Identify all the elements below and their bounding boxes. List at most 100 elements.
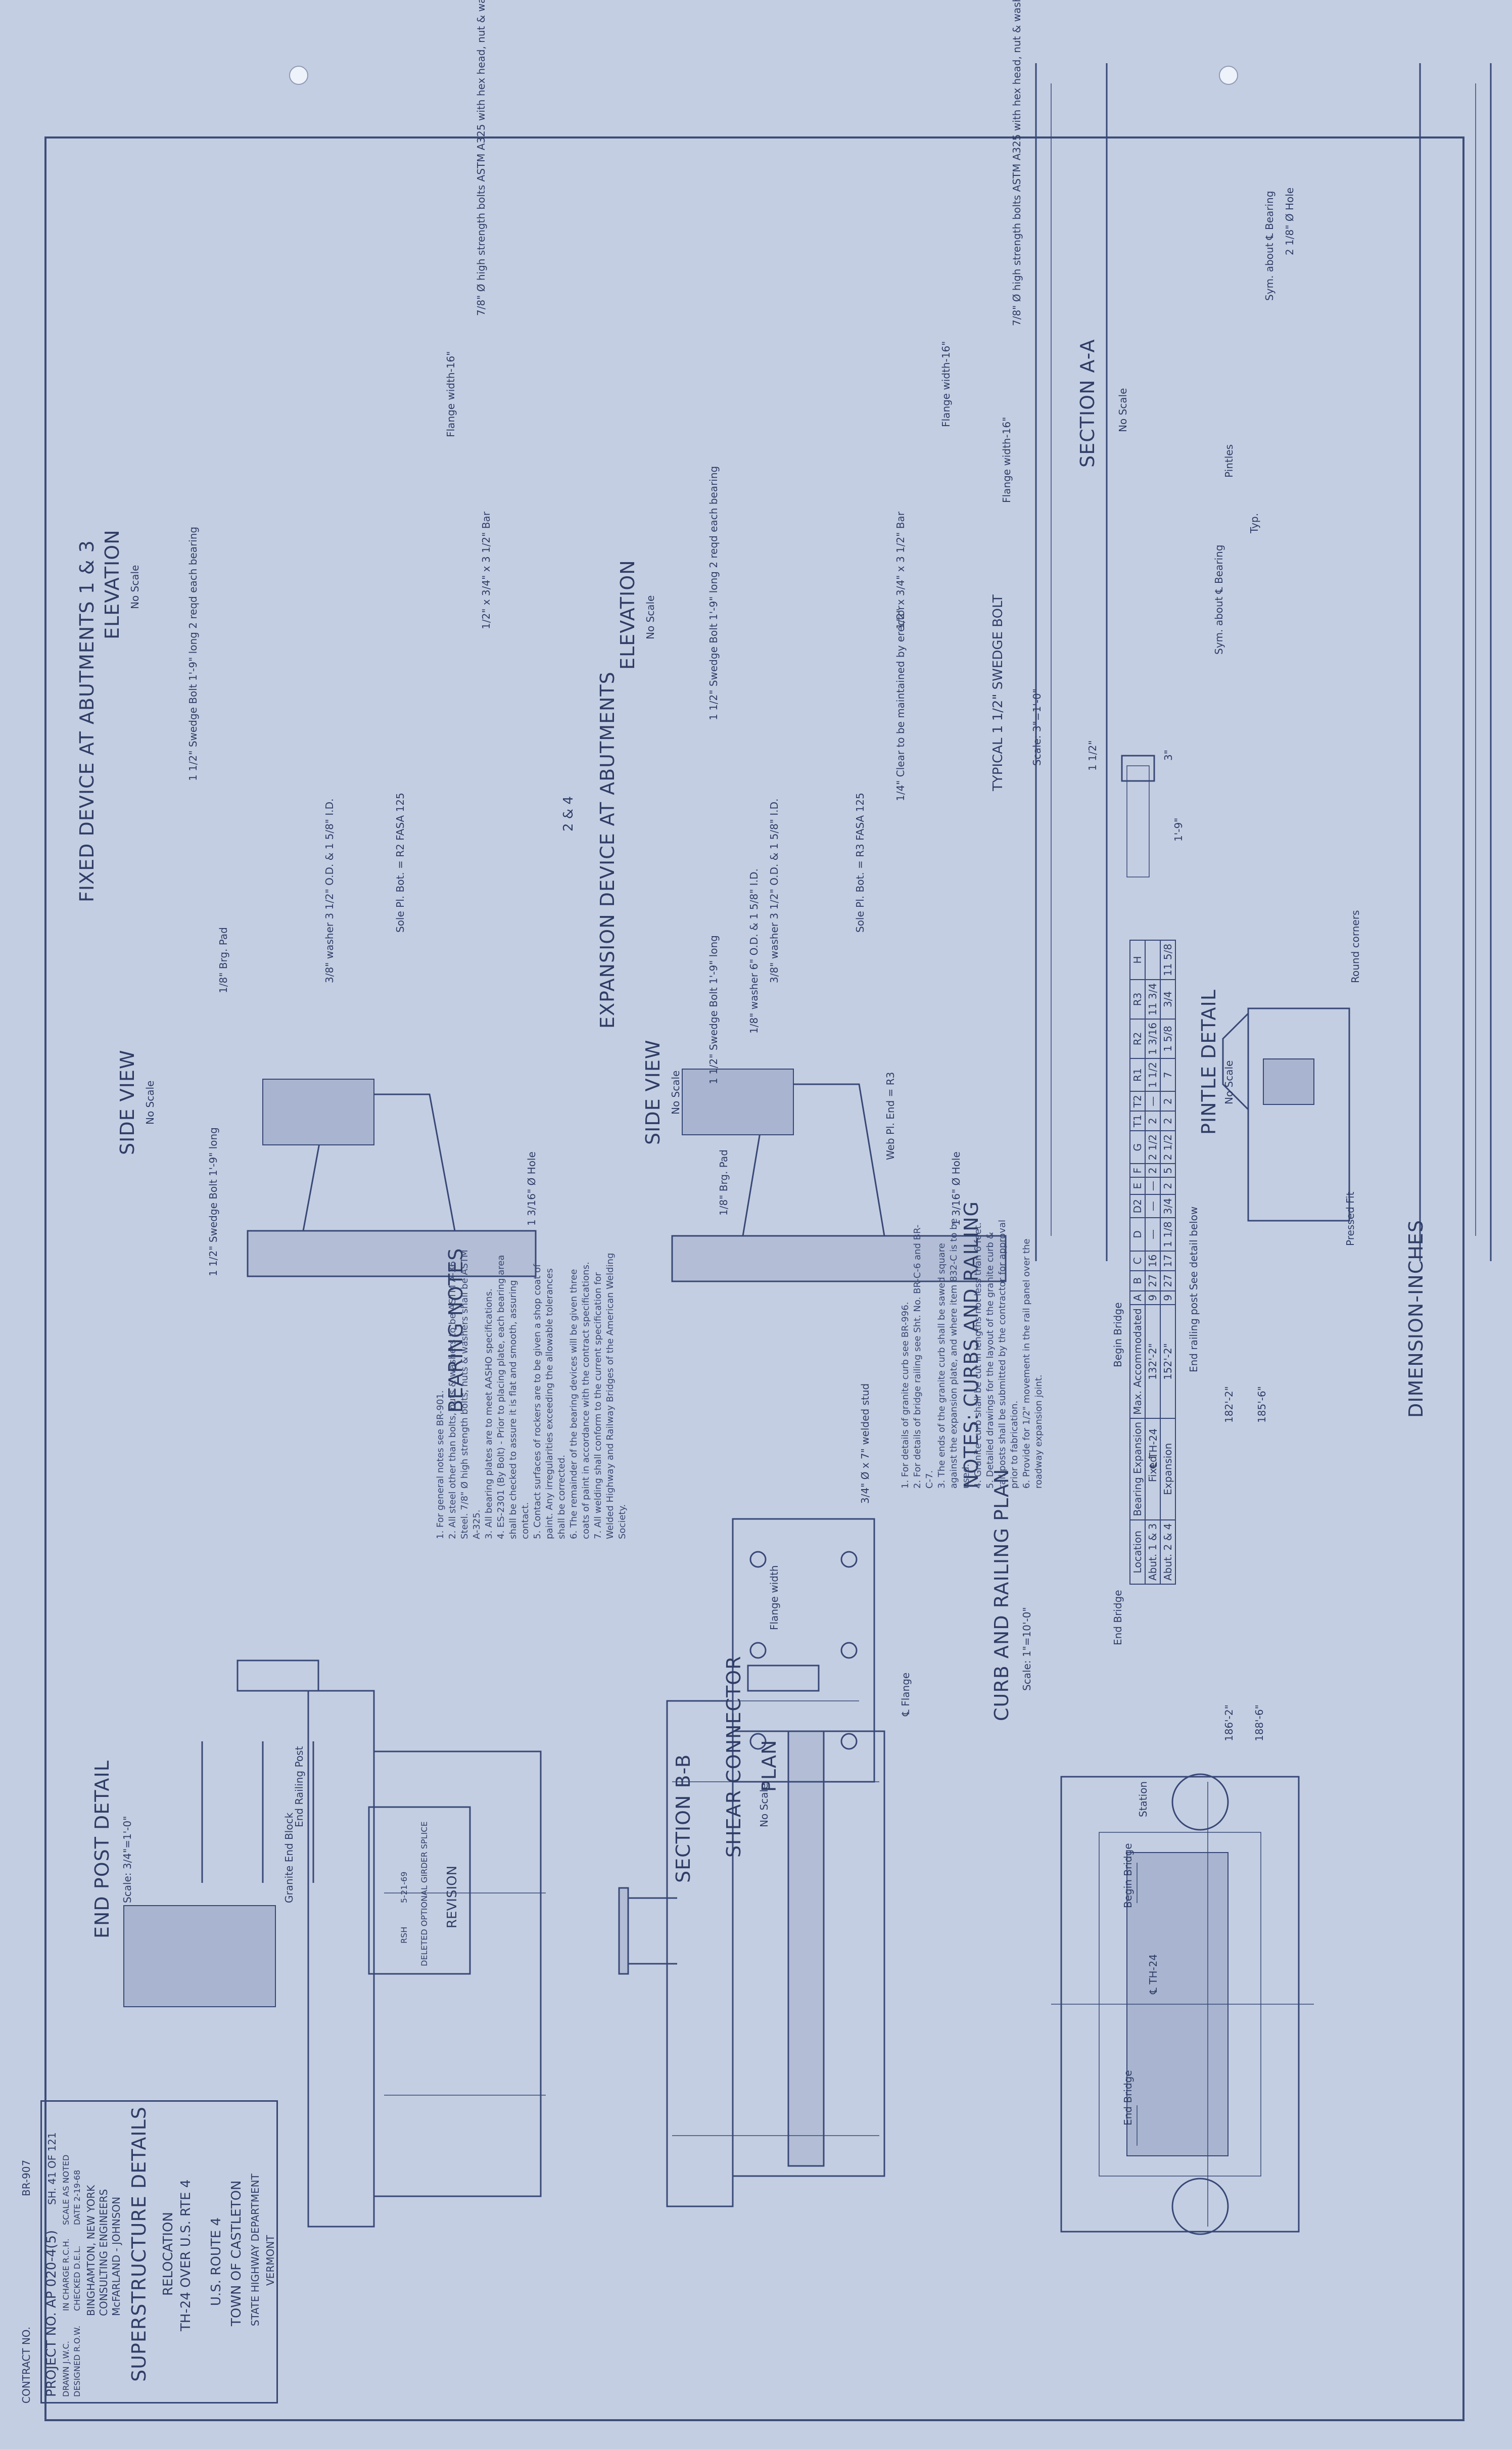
fixed-elev-swedge bbox=[237, 1659, 319, 1692]
table-header: T1 bbox=[1130, 1111, 1145, 1131]
exp-elev-scale: No Scale bbox=[644, 595, 656, 639]
sv-exp-web: Web Pl. End = R3 bbox=[884, 1072, 896, 1160]
bearing-notes-item: 7. All welding shall conform to the curr… bbox=[593, 1253, 628, 1539]
sv-fixed-washer bbox=[262, 1079, 374, 1145]
table-header: A bbox=[1130, 1290, 1145, 1305]
curb-plan-end: End Bridge bbox=[1112, 1590, 1124, 1645]
exp-elev-clear: 1/4" Clear to be maintained by erector bbox=[894, 606, 907, 801]
sv-exp-sole: Sole Pl. Bot. = R3 FASA 125 bbox=[854, 793, 866, 933]
table-header: R3 bbox=[1130, 979, 1145, 1019]
notes-curbs-body: 1. For details of granite curb see BR-99… bbox=[900, 1216, 1045, 1489]
curb-plan-endpost: End railing post See detail below bbox=[1188, 1206, 1200, 1372]
table-cell: 2 bbox=[1160, 1091, 1175, 1112]
revision-box bbox=[368, 1806, 471, 1975]
curb-plan-dim-186: 186'-2" bbox=[1223, 1704, 1235, 1741]
sv-exp-washer1: 3/8" washer 3 1/2" O.D. & 1 5/8" I.D. bbox=[768, 798, 780, 983]
table-header: H bbox=[1130, 940, 1145, 980]
fixed-elev-bar: 1/2" x 3/4" x 3 1/2" Bar bbox=[480, 512, 492, 629]
table-cell: 27 bbox=[1160, 1271, 1175, 1291]
stud bbox=[840, 1551, 858, 1568]
sv-exp-washer2: 1/8" washer 6" O.D. & 1 5/8" I.D. bbox=[748, 868, 760, 1034]
tb-town: TOWN OF CASTLETON bbox=[229, 2180, 244, 2327]
tb-scale: SCALE AS NOTED bbox=[61, 2154, 71, 2225]
tb-engineer-3: BINGHAMTON, NEW YORK bbox=[85, 2185, 97, 2316]
bearing-notes-item: 5. Contact surfaces of rockers are to be… bbox=[532, 1264, 567, 1539]
stud bbox=[749, 1733, 767, 1750]
sv-exp-scale: No Scale bbox=[670, 1070, 682, 1115]
shear-stud-label: 3/4" Ø x 7" welded stud bbox=[859, 1383, 871, 1504]
table-cell: 3/4 bbox=[1160, 1194, 1175, 1218]
notes-curbs-item: 4. Granite curb shall be cut in lengths … bbox=[973, 1222, 983, 1489]
table-cell: — bbox=[1145, 1091, 1160, 1112]
table-cell: 16 bbox=[1145, 1251, 1160, 1271]
pintle-pressed: Pressed Fit bbox=[1344, 1191, 1356, 1246]
section-aa-title: SECTION A-A bbox=[1076, 339, 1099, 468]
shear-plan-title: PLAN bbox=[758, 1739, 780, 1792]
exp-elev-swedge bbox=[747, 1665, 820, 1692]
swedge-bolt-shank bbox=[1126, 765, 1150, 877]
bearing-notes-item: 3. All bearing plates are to meet AASHO … bbox=[484, 1288, 494, 1539]
sv-fixed-title: SIDE VIEW bbox=[116, 1049, 138, 1155]
section-aa-hole-label: 2 1/8" Ø Hole bbox=[1284, 187, 1296, 255]
stud bbox=[749, 1642, 767, 1659]
section-aa-pintles: Pintles bbox=[1223, 444, 1235, 478]
sv-fixed-pad: 1/8" Brg. Pad bbox=[217, 927, 229, 993]
sv-fixed-scale: No Scale bbox=[144, 1080, 156, 1125]
sv-fixed-hole: 1 3/16" Ø Hole bbox=[526, 1151, 538, 1226]
shear-flange-width: Flange width bbox=[768, 1565, 780, 1630]
table-cell: — bbox=[1145, 1194, 1160, 1218]
table-cell: Abut. 1 & 3 bbox=[1145, 1519, 1160, 1584]
exp-elev-bar: 1/2" x 3/4" x 3 1/2" Bar bbox=[894, 512, 907, 629]
exp-elev-flange: Flange width-16" bbox=[940, 341, 952, 427]
curb-plan-scale: Scale: 1"=10'-0" bbox=[1021, 1607, 1033, 1691]
curb-plan-cl-2: ℄ TH-24 bbox=[1147, 1954, 1159, 1994]
swedge-scale: Scale: 3"=1'-0" bbox=[1031, 688, 1043, 766]
table-cell: 11 3/4 bbox=[1145, 979, 1160, 1019]
tb-checked: CHECKED D.E.L. bbox=[72, 2245, 82, 2311]
table-cell: 11 5/8 bbox=[1160, 940, 1175, 980]
curb-plan-station: Station bbox=[1137, 1781, 1149, 1817]
sv-fixed-washer: 3/8" washer 3 1/2" O.D. & 1 5/8" I.D. bbox=[323, 798, 336, 983]
fixed-device-title: FIXED DEVICE AT ABUTMENTS 1 & 3 bbox=[76, 540, 98, 902]
tb-date: DATE 2-19-68 bbox=[72, 2169, 82, 2225]
fixed-elev-bolts: 7/8" Ø high strength bolts ASTM A325 wit… bbox=[475, 0, 487, 316]
notes-curbs-item: 3. The ends of the granite curb shall be… bbox=[936, 1218, 971, 1489]
exp-elev-masonry bbox=[787, 1730, 825, 2167]
table-cell: 9 bbox=[1160, 1290, 1175, 1305]
table-cell: 3/4 bbox=[1160, 979, 1175, 1019]
section-aa-typ: Typ. bbox=[1248, 513, 1260, 533]
bearing-notes-item: 4. ES-2301 (By Bolt) - Prior to placing … bbox=[496, 1255, 531, 1539]
table-cell: 27 bbox=[1145, 1271, 1160, 1291]
table-cell: 152'-2" bbox=[1160, 1305, 1175, 1418]
pintle-insert bbox=[1263, 1058, 1314, 1105]
tb-drawn: DRAWN J.W.C. bbox=[61, 2341, 71, 2397]
section-aa-sym-label-2: Sym. about ℄ Bearing bbox=[1213, 544, 1225, 655]
notes-curbs-item: 1. For details of granite curb see BR-99… bbox=[900, 1302, 911, 1489]
tb-route: U.S. ROUTE 4 bbox=[209, 2217, 224, 2306]
tb-project-2: RELOCATION bbox=[161, 2212, 176, 2296]
tb-engineer-1: McFARLAND - JOHNSON bbox=[110, 2196, 122, 2316]
table-header: Location bbox=[1130, 1519, 1145, 1584]
table-row: Abut. 1 & 3 Fixed 132'-2" 9 27 16 — — — … bbox=[1145, 940, 1160, 1584]
table-cell: 1 5/8 bbox=[1160, 1019, 1175, 1058]
table-cell: Expansion bbox=[1160, 1418, 1175, 1520]
notes-curbs-item: 2. For details of bridge railing see Sht… bbox=[912, 1224, 935, 1489]
sv-exp-title: SIDE VIEW bbox=[642, 1039, 664, 1145]
tb-sheet-no: SH. 41 OF 121 bbox=[46, 2132, 58, 2205]
table-cell: 17 bbox=[1160, 1251, 1175, 1271]
table-cell: 2 bbox=[1145, 1164, 1160, 1178]
table-cell: 132'-2" bbox=[1145, 1305, 1160, 1418]
sv-exp-washer bbox=[682, 1069, 794, 1135]
section-aa-scale: No Scale bbox=[1117, 388, 1129, 432]
table-cell: 1 1/2 bbox=[1145, 1058, 1160, 1092]
fixed-elev-swedge: 1 1/2" Swedge Bolt 1'-9" long 2 reqd eac… bbox=[187, 526, 199, 781]
table-cell: — bbox=[1145, 1218, 1160, 1251]
pintle-scale: No Scale bbox=[1223, 1060, 1235, 1104]
tb-drawing-no: BR-907 bbox=[20, 2159, 32, 2196]
bearing-notes-body: 1. For general notes see BR-901. 2. All … bbox=[435, 1246, 629, 1539]
table-header: C bbox=[1130, 1251, 1145, 1271]
stud bbox=[840, 1642, 858, 1659]
shear-plan-outline bbox=[732, 1518, 875, 1783]
